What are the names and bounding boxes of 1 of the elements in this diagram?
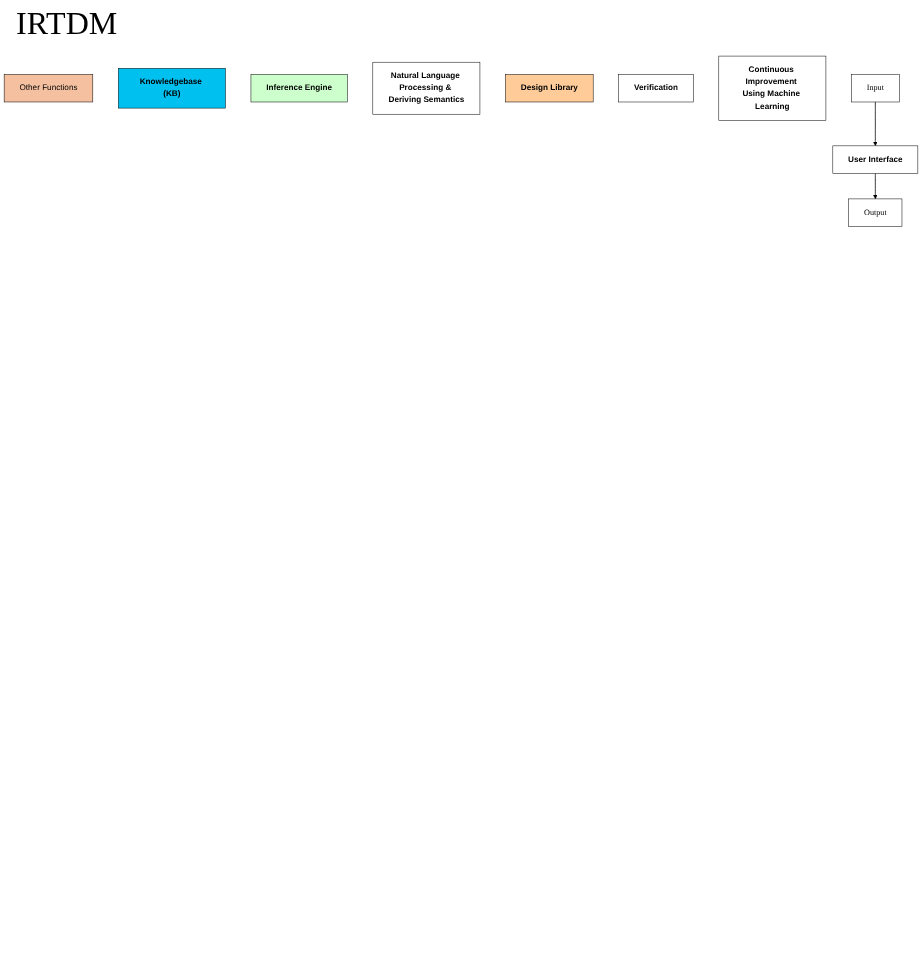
diagram-title: IRTDM [14,6,120,46]
